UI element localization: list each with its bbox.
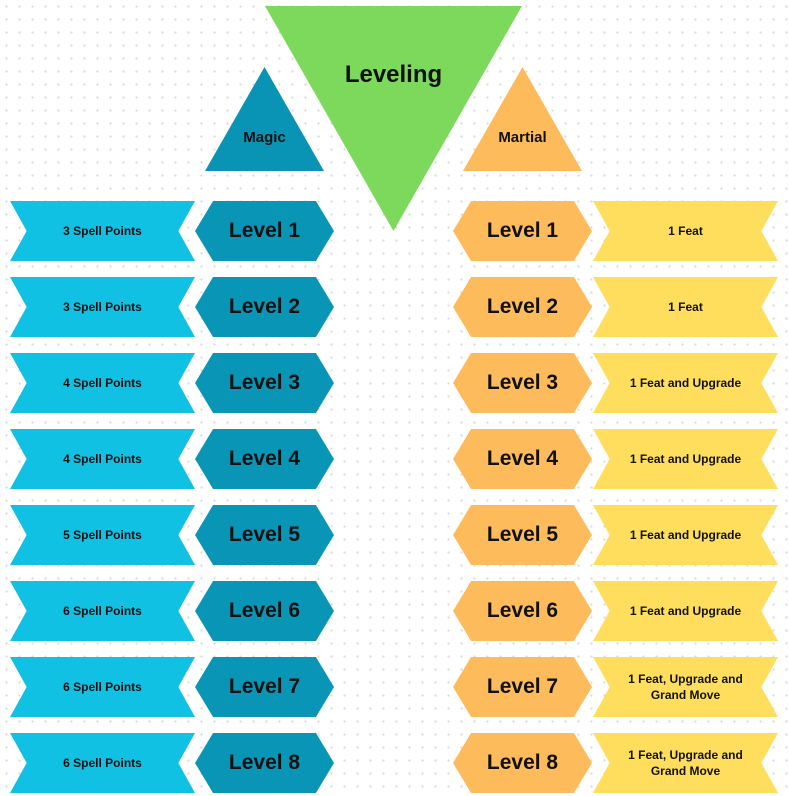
magic-level-hexagon-text: Level 3 [228, 371, 301, 394]
leveling-triangle: Leveling [265, 6, 522, 231]
leveling-title: Leveling [344, 61, 443, 88]
magic-triangle: Magic [205, 67, 324, 171]
martial-level-hexagon: Level 8 [453, 733, 592, 793]
martial-reward-ribbon: 1 Feat and Upgrade [593, 429, 778, 489]
magic-reward-ribbon-text: 5 Spell Points [63, 527, 142, 542]
magic-level-hexagon: Level 5 [195, 505, 334, 565]
martial-level-hexagon: Level 2 [453, 277, 592, 337]
martial-level-hexagon-text: Level 8 [486, 751, 559, 774]
magic-reward-ribbon: 6 Spell Points [10, 581, 195, 641]
martial-reward-ribbon: 1 Feat, Upgrade and Grand Move [593, 733, 778, 793]
magic-level-hexagon-text: Level 5 [228, 523, 301, 546]
martial-level-hexagon-text: Level 4 [486, 447, 559, 470]
martial-reward-ribbon-text: 1 Feat, Upgrade and Grand Move [628, 671, 743, 702]
magic-reward-ribbon: 6 Spell Points [10, 657, 195, 717]
magic-level-hexagon-text: Level 2 [228, 295, 301, 318]
magic-reward-ribbon-text: 4 Spell Points [63, 375, 142, 390]
martial-reward-ribbon-text: 1 Feat and Upgrade [629, 527, 742, 542]
magic-level-hexagon-text: Level 6 [228, 599, 301, 622]
magic-reward-ribbon-text: 4 Spell Points [63, 451, 142, 466]
magic-reward-ribbon: 3 Spell Points [10, 201, 195, 261]
martial-level-hexagon-text: Level 5 [486, 523, 559, 546]
magic-reward-ribbon: 4 Spell Points [10, 429, 195, 489]
magic-level-hexagon: Level 6 [195, 581, 334, 641]
martial-level-hexagon: Level 4 [453, 429, 592, 489]
magic-label: Magic [243, 129, 286, 146]
magic-reward-ribbon: 4 Spell Points [10, 353, 195, 413]
magic-level-hexagon: Level 2 [195, 277, 334, 337]
martial-level-hexagon: Level 3 [453, 353, 592, 413]
magic-reward-ribbon-text: 6 Spell Points [63, 679, 142, 694]
martial-reward-ribbon-text: 1 Feat and Upgrade [629, 603, 742, 618]
martial-reward-ribbon-text: 1 Feat [668, 299, 703, 314]
martial-reward-ribbon: 1 Feat [593, 277, 778, 337]
magic-level-hexagon: Level 7 [195, 657, 334, 717]
martial-level-hexagon-text: Level 7 [486, 675, 559, 698]
martial-level-hexagon-text: Level 6 [486, 599, 559, 622]
martial-reward-ribbon: 1 Feat and Upgrade [593, 581, 778, 641]
martial-level-hexagon: Level 7 [453, 657, 592, 717]
magic-reward-ribbon-text: 3 Spell Points [63, 299, 142, 314]
martial-reward-ribbon: 1 Feat and Upgrade [593, 505, 778, 565]
martial-label: Martial [498, 129, 547, 146]
magic-reward-ribbon-text: 6 Spell Points [63, 755, 142, 770]
martial-reward-ribbon-text: 1 Feat and Upgrade [629, 451, 742, 466]
magic-reward-ribbon-text: 3 Spell Points [63, 223, 142, 238]
magic-level-hexagon: Level 1 [195, 201, 334, 261]
martial-level-hexagon-text: Level 3 [486, 371, 559, 394]
martial-reward-ribbon: 1 Feat, Upgrade and Grand Move [593, 657, 778, 717]
magic-reward-ribbon-text: 6 Spell Points [63, 603, 142, 618]
magic-reward-ribbon: 3 Spell Points [10, 277, 195, 337]
martial-level-hexagon: Level 6 [453, 581, 592, 641]
magic-level-hexagon-text: Level 8 [228, 751, 301, 774]
magic-reward-ribbon: 6 Spell Points [10, 733, 195, 793]
martial-reward-ribbon: 1 Feat [593, 201, 778, 261]
magic-reward-ribbon: 5 Spell Points [10, 505, 195, 565]
martial-level-hexagon-text: Level 2 [486, 295, 559, 318]
martial-level-hexagon-text: Level 1 [486, 219, 559, 242]
martial-reward-ribbon-text: 1 Feat [668, 223, 703, 238]
martial-level-hexagon: Level 5 [453, 505, 592, 565]
martial-triangle: Martial [463, 67, 582, 171]
martial-reward-ribbon: 1 Feat and Upgrade [593, 353, 778, 413]
magic-level-hexagon: Level 3 [195, 353, 334, 413]
magic-level-hexagon-text: Level 7 [228, 675, 301, 698]
magic-level-hexagon-text: Level 4 [228, 447, 301, 470]
martial-reward-ribbon-text: 1 Feat, Upgrade and Grand Move [628, 747, 743, 778]
martial-level-hexagon: Level 1 [453, 201, 592, 261]
magic-level-hexagon: Level 8 [195, 733, 334, 793]
magic-level-hexagon-text: Level 1 [228, 219, 301, 242]
magic-level-hexagon: Level 4 [195, 429, 334, 489]
martial-reward-ribbon-text: 1 Feat and Upgrade [629, 375, 742, 390]
